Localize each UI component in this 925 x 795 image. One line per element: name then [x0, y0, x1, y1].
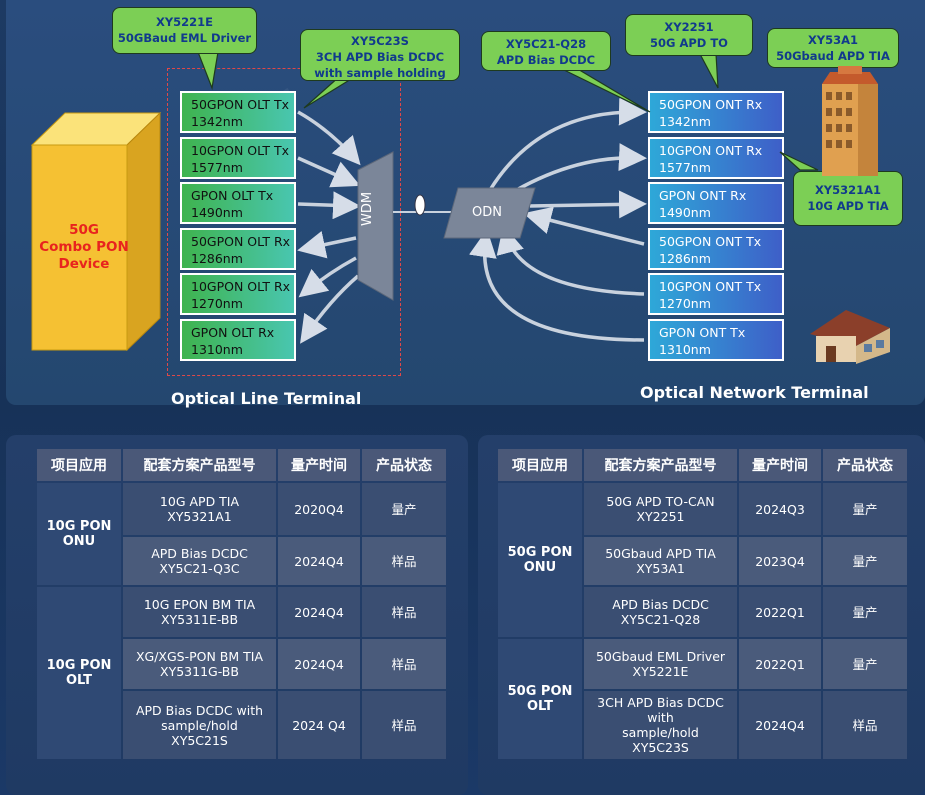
header-time: 量产时间	[739, 449, 821, 481]
table-header-row: 项目应用 配套方案产品型号 量产时间 产品状态	[37, 449, 446, 481]
header-status: 产品状态	[362, 449, 446, 481]
olt-title: Optical Line Terminal	[171, 389, 362, 408]
time-cell: 2023Q4	[739, 537, 821, 585]
signal-arrows	[297, 97, 647, 344]
header-time: 量产时间	[278, 449, 360, 481]
status-cell: 样品	[362, 639, 446, 689]
time-cell: 2022Q1	[739, 639, 821, 689]
time-cell: 2024Q4	[739, 691, 821, 759]
left-spec-table: 项目应用 配套方案产品型号 量产时间 产品状态 10G PON ONU 10G …	[35, 447, 448, 761]
header-application: 项目应用	[498, 449, 582, 481]
status-cell: 量产	[362, 483, 446, 535]
header-product: 配套方案产品型号	[584, 449, 737, 481]
right-spec-table: 项目应用 配套方案产品型号 量产时间 产品状态 50G PON ONU 50G …	[496, 447, 909, 761]
group-cell: 50G PON OLT	[498, 639, 582, 759]
status-cell: 样品	[362, 537, 446, 585]
status-cell: 样品	[362, 587, 446, 637]
fiber-connector	[414, 194, 426, 216]
device-label: 50G Combo PON Device	[39, 222, 129, 272]
status-cell: 量产	[823, 483, 907, 535]
olt-frame	[167, 68, 401, 376]
combo-pon-device	[30, 111, 162, 352]
status-cell: 量产	[823, 537, 907, 585]
time-cell: 2024Q4	[278, 639, 360, 689]
header-application: 项目应用	[37, 449, 121, 481]
status-cell: 样品	[362, 691, 446, 759]
ont-title: Optical Network Terminal	[640, 383, 869, 402]
group-cell: 50G PON ONU	[498, 483, 582, 637]
time-cell: 2024Q4	[278, 537, 360, 585]
status-cell: 样品	[823, 691, 907, 759]
table-header-row: 项目应用 配套方案产品型号 量产时间 产品状态	[498, 449, 907, 481]
status-cell: 量产	[823, 639, 907, 689]
house-icon	[810, 310, 890, 364]
odn-label: ODN	[472, 205, 502, 220]
group-cell: 10G PON OLT	[37, 587, 121, 759]
office-building-icon	[822, 66, 878, 176]
status-cell: 量产	[823, 587, 907, 637]
time-cell: 2022Q1	[739, 587, 821, 637]
group-cell: 10G PON ONU	[37, 483, 121, 585]
time-cell: 2024Q3	[739, 483, 821, 535]
time-cell: 2024 Q4	[278, 691, 360, 759]
callout-pointers	[197, 51, 819, 171]
header-product: 配套方案产品型号	[123, 449, 276, 481]
wdm-block	[357, 151, 394, 301]
time-cell: 2024Q4	[278, 587, 360, 637]
header-status: 产品状态	[823, 449, 907, 481]
time-cell: 2020Q4	[278, 483, 360, 535]
odn-block	[443, 187, 536, 239]
